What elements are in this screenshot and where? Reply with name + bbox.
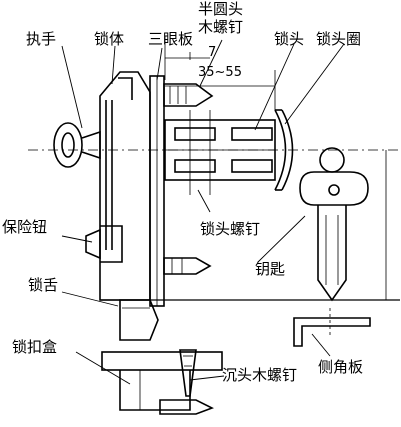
lock-body-shape [99,71,151,301]
label-round-head-line2: 木螺钉 [198,18,244,36]
label-lock-body: 锁体 [94,30,125,48]
label-countersunk-screw: 沉头木螺钉 [222,366,298,384]
safety-button-shape [85,225,123,263]
key-shape [299,147,369,302]
countersunk-screw-shape [159,349,214,415]
label-side-angle-plate: 侧角板 [318,358,364,376]
top-dimensions [164,36,276,110]
lock-head-ring [274,109,294,191]
round-head-screw-top [163,83,214,107]
lock-cylinder [164,110,276,195]
label-lock-tongue: 锁舌 [28,276,59,294]
label-lock-head: 锁头 [274,30,305,48]
label-strike-box: 锁扣盒 [12,338,58,356]
dim-35-55: 35~55 [198,65,242,80]
label-three-hole-plate: 三眼板 [148,30,194,48]
height-dimension [378,150,396,301]
label-lock-screw: 锁头螺钉 [200,220,261,238]
mid-screw [163,257,212,275]
label-round-head-line1: 半圆头 [198,0,244,18]
label-handle: 执手 [26,30,57,48]
dim-7: 7 [208,45,217,60]
label-safety-button: 保险钮 [2,218,48,236]
side-angle-plate-shape [293,308,371,347]
label-key: 钥匙 [255,260,286,278]
leader-lines [61,39,345,385]
label-lock-ring: 锁头圈 [316,30,362,48]
strike-box-shape [101,351,223,411]
three-hole-plate-shape [149,75,165,307]
handle-knob [53,122,101,168]
lock-tongue-shape [119,299,159,341]
